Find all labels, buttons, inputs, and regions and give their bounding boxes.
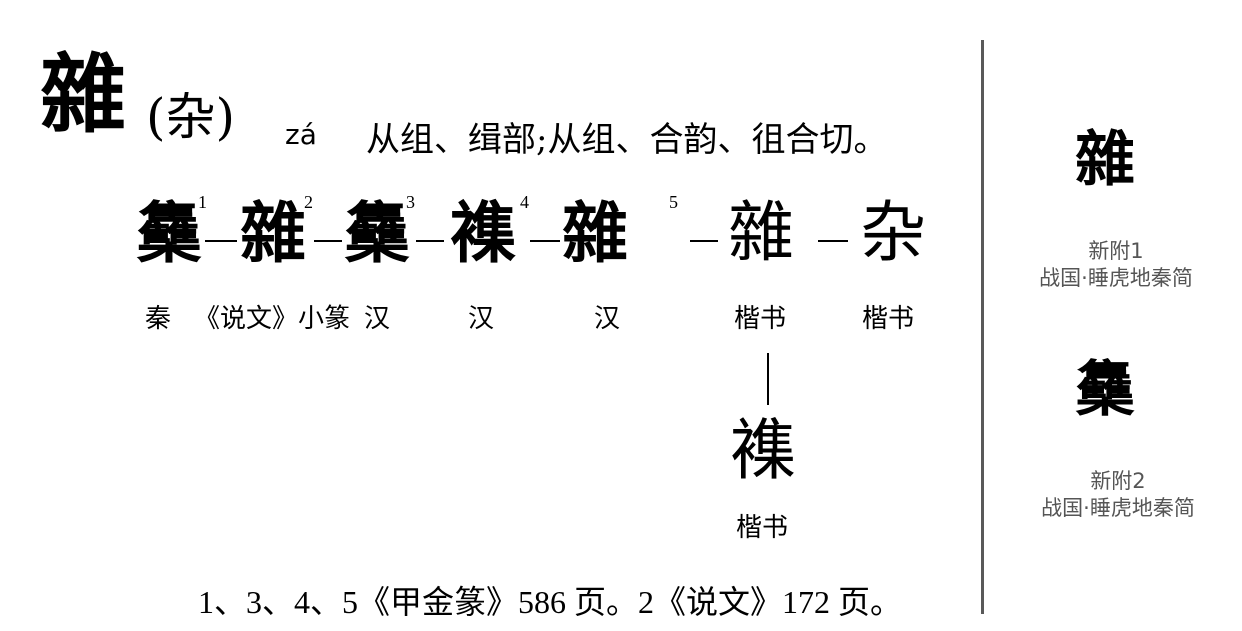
variant-glyph: 襍 xyxy=(730,412,796,489)
supplement-source-2: 战国·睡虎地秦简 xyxy=(1041,496,1195,521)
evolution-index-2: 2 xyxy=(304,192,313,212)
column-divider xyxy=(981,40,984,614)
evolution-glyph-7: 杂 xyxy=(860,194,926,271)
simplified-form: (杂) xyxy=(146,88,236,146)
evolution-glyph-1: 雧 xyxy=(136,194,202,272)
supplement-glyph-1: 雜 xyxy=(1075,125,1135,195)
connector-dash xyxy=(690,240,718,242)
pinyin: zá xyxy=(285,118,317,151)
headword: 雜 xyxy=(40,44,126,145)
connector-dash xyxy=(205,240,237,242)
connector-dash xyxy=(530,240,560,242)
evolution-label-6: 楷书 xyxy=(734,304,787,334)
supplement-caption-1: 新附1 战国·睡虎地秦简 xyxy=(996,238,1236,293)
connector-dash xyxy=(416,240,444,242)
evolution-glyph-2: 雜 xyxy=(240,194,306,272)
supplement-caption-2: 新附2 战国·睡虎地秦简 xyxy=(998,468,1238,523)
supplement-title-1: 新附1 xyxy=(1088,239,1144,263)
evolution-label-5: 汉 xyxy=(594,304,621,334)
evolution-label-2: 《说文》小篆 xyxy=(194,304,351,334)
evolution-index-3: 3 xyxy=(406,192,415,212)
evolution-label-7: 楷书 xyxy=(862,304,915,334)
supplement-source-1: 战国·睡虎地秦简 xyxy=(1039,266,1193,291)
supplement-title-2: 新附2 xyxy=(1090,469,1146,493)
variant-connector xyxy=(767,353,769,405)
evolution-label-4: 汉 xyxy=(468,304,495,334)
connector-dash xyxy=(314,240,342,242)
source-note: 1、3、4、5《甲金篆》586 页。2《说文》172 页。 xyxy=(198,584,903,620)
evolution-index-4: 4 xyxy=(520,192,529,212)
evolution-index-5: 5 xyxy=(669,192,678,212)
evolution-index-1: 1 xyxy=(198,192,207,212)
variant-label: 楷书 xyxy=(736,513,789,543)
evolution-glyph-4: 襍 xyxy=(450,194,516,272)
evolution-label-3: 汉 xyxy=(364,304,391,334)
evolution-glyph-3: 雧 xyxy=(344,194,410,272)
evolution-label-1: 秦 xyxy=(145,304,172,334)
evolution-glyph-6: 雜 xyxy=(728,194,794,271)
supplement-glyph-2: 雧 xyxy=(1075,355,1135,425)
evolution-glyph-5: 雜 xyxy=(562,194,628,272)
connector-dash xyxy=(818,240,848,242)
phonology-note: 从组、缉部;从组、合韵、徂合切。 xyxy=(366,120,888,160)
